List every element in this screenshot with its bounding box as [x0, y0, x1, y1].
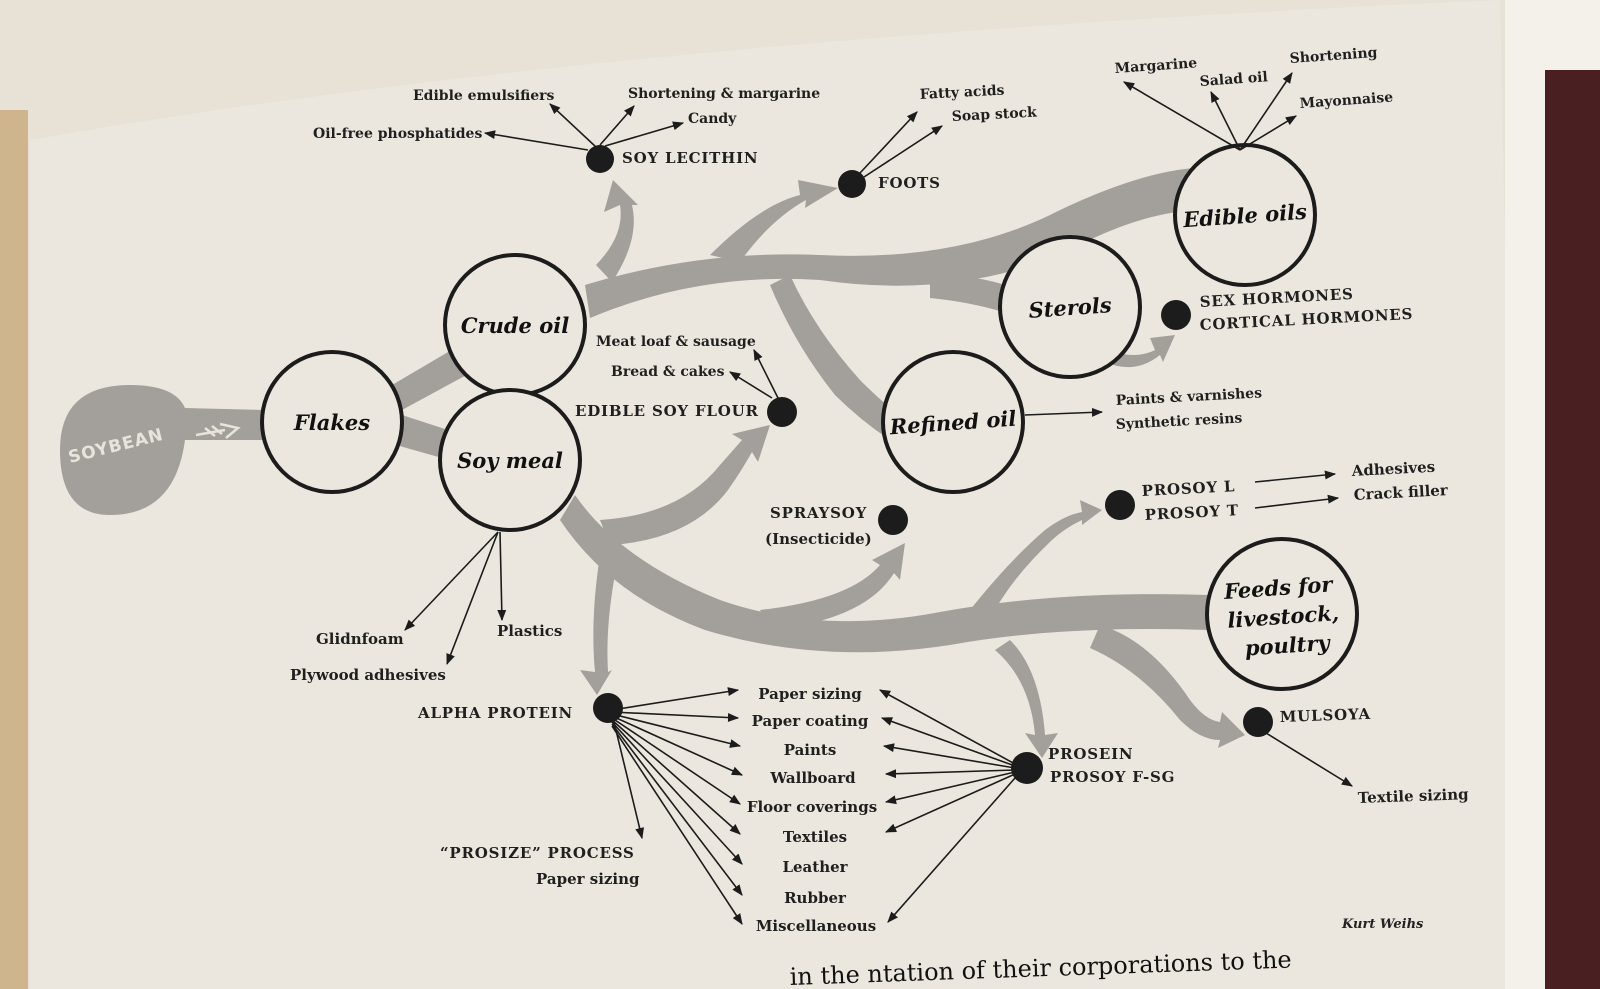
product-leather: Leather	[782, 858, 848, 876]
product-salad-oil: Salad oil	[1199, 69, 1268, 90]
flow-flakes-meal	[396, 415, 448, 458]
product-paints-varnishes: Paints & varnishes	[1115, 385, 1262, 409]
stage-edible-oils: Edible oils	[1173, 143, 1317, 287]
flow-crude-foots	[710, 180, 838, 262]
stage-feeds-line-3: poultry	[1244, 630, 1332, 661]
product-adhesives: Adhesives	[1350, 458, 1435, 480]
product-mayonnaise: Mayonnaise	[1299, 89, 1394, 111]
product-shortening: Shortening	[1289, 45, 1378, 67]
node-dots	[586, 145, 1273, 784]
product-plywood-adhesives: Plywood adhesives	[290, 666, 446, 684]
stage-refined-oil: Refined oil	[881, 350, 1025, 494]
product-miscellaneous: Miscellaneous	[756, 917, 876, 935]
product-fatty-acids: Fatty acids	[919, 83, 1005, 103]
flow-sterols-hormones	[1105, 335, 1175, 368]
product-glidnfoam: Glidnfoam	[316, 630, 404, 648]
label-prosein: PROSEIN	[1048, 745, 1133, 763]
product-candy: Candy	[688, 111, 737, 127]
product-shortening-margarine: Shortening & margarine	[628, 86, 820, 102]
product-soap-stock: Soap stock	[951, 105, 1037, 125]
label-foots: FOOTS	[878, 174, 941, 192]
flow-meal-feeds	[560, 495, 1210, 653]
stage-crude-oil: Crude oil	[443, 253, 587, 397]
flow-flakes-crude	[392, 345, 472, 410]
flow-meal-spraysoy	[760, 543, 905, 630]
product-edible-emulsifiers: Edible emulsifiers	[413, 88, 555, 104]
product-floor-coverings: Floor coverings	[747, 798, 877, 816]
product-oil-free-phosphatides: Oil-free phosphatides	[313, 126, 482, 142]
stage-soy-meal-label: Soy meal	[457, 448, 563, 473]
book-spine	[1545, 70, 1600, 989]
product-plastics: Plastics	[497, 622, 562, 640]
dot-edible-soy-flour	[767, 397, 797, 427]
dot-spraysoy	[878, 505, 908, 535]
dot-prosoy	[1105, 490, 1135, 520]
stage-flakes: Flakes	[260, 350, 404, 494]
product-rubber: Rubber	[784, 889, 847, 907]
product-crack-filler: Crack filler	[1353, 481, 1449, 504]
dot-hormones	[1161, 300, 1191, 330]
label-mulsoya: MULSOYA	[1280, 705, 1372, 726]
product-paper-coating: Paper coating	[752, 712, 869, 730]
flow-to-mulsoya	[1090, 625, 1245, 748]
soybean-blob	[60, 385, 265, 515]
stage-sterols: Sterols	[998, 235, 1142, 379]
flow-crude-edible	[585, 168, 1200, 318]
page-paper	[30, 0, 1520, 989]
product-textiles: Textiles	[783, 828, 847, 846]
flow-to-sterols	[930, 275, 1005, 312]
product-paints: Paints	[784, 741, 837, 759]
label-spraysoy-note: (Insecticide)	[765, 530, 872, 548]
flow-to-prosoy	[970, 500, 1102, 610]
flow-meal-alpha	[580, 555, 618, 695]
product-synthetic-resins: Synthetic resins	[1115, 410, 1242, 433]
label-prosoy-t: PROSOY T	[1144, 501, 1239, 524]
label-alpha-protein: ALPHA PROTEIN	[417, 704, 573, 722]
flow-to-prosein	[995, 640, 1058, 758]
flow-ribbons	[60, 168, 1245, 758]
stage-soy-meal: Soy meal	[438, 388, 582, 532]
label-prosize: “PROSIZE” PROCESS	[440, 844, 635, 862]
label-prosoy-l: PROSOY L	[1141, 477, 1235, 500]
product-meat-loaf-sausage: Meat loaf & sausage	[596, 334, 756, 350]
product-bread-cakes: Bread & cakes	[611, 364, 725, 380]
product-wallboard: Wallboard	[769, 769, 856, 787]
flow-meal-flour	[600, 425, 770, 545]
product-paper-sizing: Paper sizing	[758, 685, 862, 703]
artist-credit: Kurt Weihs	[1341, 917, 1424, 932]
label-prosoy-fsg: PROSOY F-SG	[1050, 768, 1175, 786]
stage-sterols-label: Sterols	[1028, 292, 1113, 323]
flow-crude-lecithin	[596, 180, 638, 282]
dot-prosein	[1011, 752, 1043, 784]
stage-flakes-label: Flakes	[293, 410, 370, 435]
product-labels: Edible emulsifiers Shortening & margarin…	[290, 45, 1469, 935]
product-arrows	[404, 72, 1353, 925]
label-edible-soy-flour: EDIBLE SOY FLOUR	[575, 402, 759, 420]
dot-foots	[838, 170, 866, 198]
dot-soy-lecithin	[586, 145, 614, 173]
stage-crude-oil-label: Crude oil	[461, 313, 569, 338]
page-left-edge	[0, 110, 28, 989]
dot-mulsoya	[1243, 707, 1273, 737]
soybean-arrow-icon	[195, 422, 241, 439]
stage-feeds: Feeds for livestock, poultry	[1205, 537, 1359, 691]
product-textile-sizing: Textile sizing	[1358, 785, 1470, 807]
product-margarine: Margarine	[1114, 55, 1198, 77]
product-prosize-paper-sizing: Paper sizing	[536, 870, 640, 888]
flow-to-refined	[770, 275, 900, 440]
label-soy-lecithin: SOY LECITHIN	[622, 149, 758, 167]
label-spraysoy: SPRAYSOY	[770, 504, 867, 522]
